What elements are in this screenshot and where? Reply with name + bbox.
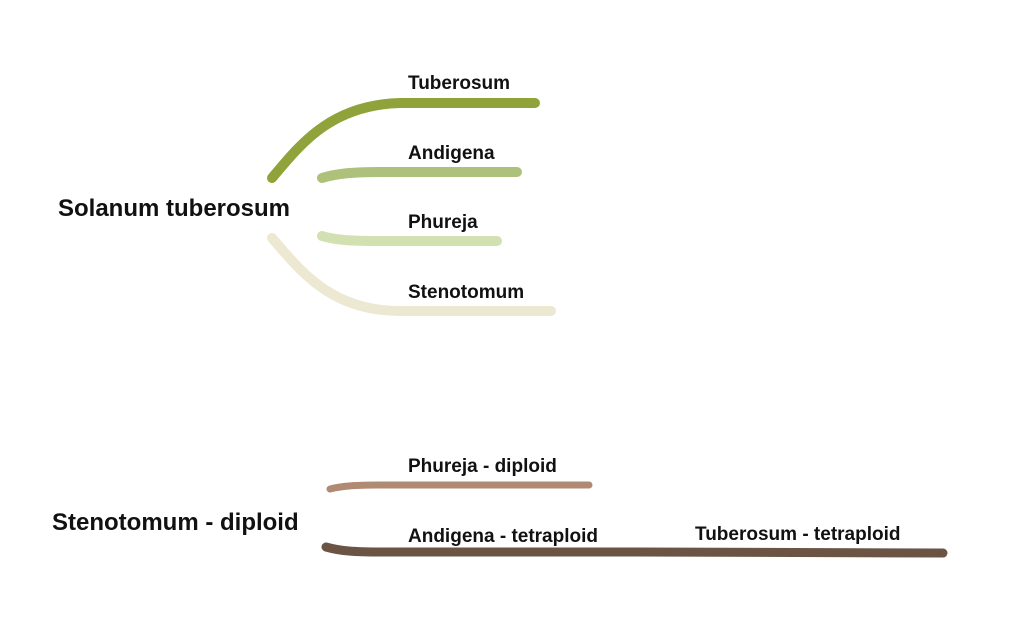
branch-label-andigena: Andigena <box>408 143 495 164</box>
branch-tuberosum-tetraploid <box>631 547 948 558</box>
branch-stenotomum <box>267 233 556 316</box>
branch-phureja-diploid <box>326 481 593 493</box>
branch-label-andigena-tetraploid: Andigena - tetraploid <box>408 526 598 547</box>
root-label-solanum-tuberosum: Solanum tuberosum <box>58 195 290 222</box>
tree-solanum-tuberosum: Solanum tuberosum Tuberosum Andigena Phu… <box>58 73 556 316</box>
branch-tuberosum <box>267 98 540 183</box>
branch-label-phureja-diploid: Phureja - diploid <box>408 456 557 477</box>
branch-label-phureja: Phureja <box>408 212 478 233</box>
branch-label-tuberosum: Tuberosum <box>408 73 510 94</box>
branch-phureja <box>317 231 502 246</box>
branch-andigena-tetraploid <box>321 542 641 557</box>
tree-stenotomum-diploid: Stenotomum - diploid Phureja - diploid A… <box>52 456 948 558</box>
root-label-stenotomum-diploid: Stenotomum - diploid <box>52 509 299 536</box>
branch-label-stenotomum: Stenotomum <box>408 282 524 303</box>
branch-andigena <box>317 167 522 183</box>
branch-label-tuberosum-tetraploid: Tuberosum - tetraploid <box>695 524 900 545</box>
